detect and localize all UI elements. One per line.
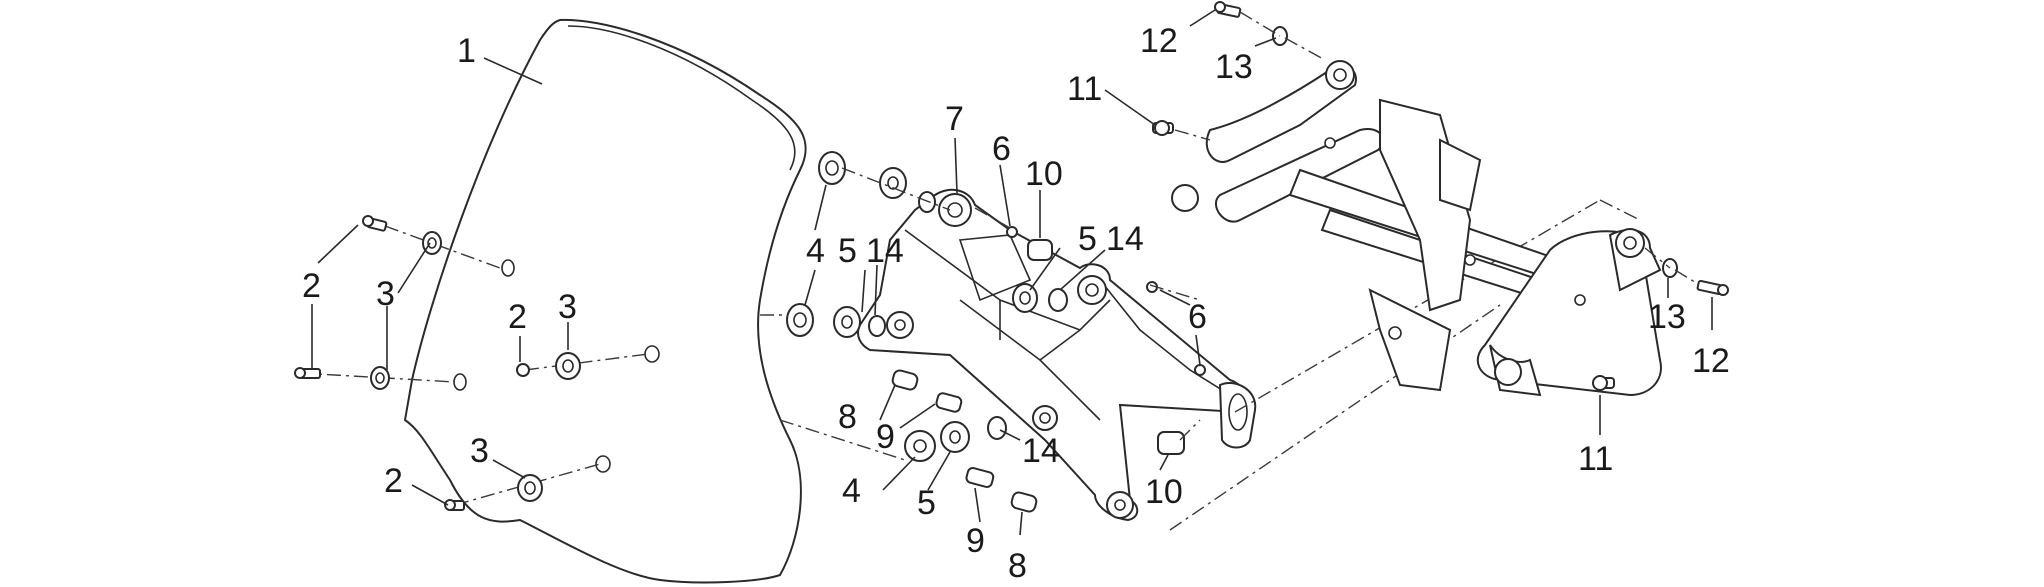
callout-6: 6 <box>992 130 1011 168</box>
callout-13: 13 <box>1648 298 1686 336</box>
callout-11: 11 <box>1578 440 1613 478</box>
pin-part-11 <box>1152 120 1615 391</box>
callout-11: 11 <box>1067 70 1102 108</box>
bushing-part-5 <box>833 306 861 338</box>
callout-6: 6 <box>1188 298 1207 336</box>
callout-1: 1 <box>457 32 476 70</box>
callout-9: 9 <box>876 418 895 456</box>
bolt-part-12 <box>1214 1 1242 18</box>
callout-10: 10 <box>1145 473 1183 511</box>
callout-5: 5 <box>917 484 936 522</box>
nut-part-10 <box>1027 239 1185 455</box>
callout-9: 9 <box>966 522 985 560</box>
windshield-part <box>403 18 807 584</box>
bushing-part-5 <box>1012 283 1038 313</box>
callout-2: 2 <box>302 267 321 305</box>
frame-part <box>1171 60 1662 397</box>
callout-5: 5 <box>1078 220 1097 258</box>
bushing-part-5 <box>940 421 970 453</box>
callout-14: 14 <box>1022 432 1060 470</box>
rubber-mount-part-4 <box>786 303 814 337</box>
screw-part-2 <box>362 215 388 232</box>
callout-3: 3 <box>470 432 489 470</box>
callout-13: 13 <box>1215 48 1253 86</box>
callout-5: 5 <box>838 232 857 270</box>
callout-3: 3 <box>558 288 577 326</box>
callout-10: 10 <box>1025 155 1063 193</box>
callout-12: 12 <box>1140 22 1178 60</box>
screw-part-2 <box>444 499 465 511</box>
callout-14: 14 <box>1106 220 1144 258</box>
callout-7: 7 <box>945 100 964 138</box>
callout-4: 4 <box>806 232 825 270</box>
washer-part-3 <box>555 352 581 380</box>
bolt-part-12 <box>1696 279 1729 296</box>
support-bracket-part <box>857 188 1257 522</box>
callout-8: 8 <box>838 398 857 436</box>
callout-14: 14 <box>866 232 904 270</box>
washer-part-3 <box>517 474 543 502</box>
screw-part-2 <box>516 363 530 377</box>
spacer-part-9 <box>935 392 995 488</box>
callout-2: 2 <box>508 298 527 336</box>
rubber-mount-part-4 <box>904 430 936 462</box>
callout-8: 8 <box>1008 547 1027 585</box>
leader-lines <box>311 9 1713 536</box>
spacer-part-8 <box>891 369 1038 513</box>
callout-3: 3 <box>376 275 395 313</box>
washer-part-3 <box>422 231 442 255</box>
callout-2: 2 <box>384 462 403 500</box>
callout-labels: 1 2 3 2 3 3 2 4 5 14 7 6 10 5 14 6 8 9 1… <box>302 22 1730 585</box>
washer-part-14 <box>868 191 1068 440</box>
callout-4: 4 <box>842 472 861 510</box>
washer-part-3 <box>370 366 390 390</box>
callout-12: 12 <box>1692 342 1730 380</box>
rubber-mount-part-4 <box>818 151 846 185</box>
bushing-part-5 <box>879 167 907 199</box>
screw-part-2 <box>294 367 321 379</box>
frame-mount-lines <box>1174 11 1699 285</box>
